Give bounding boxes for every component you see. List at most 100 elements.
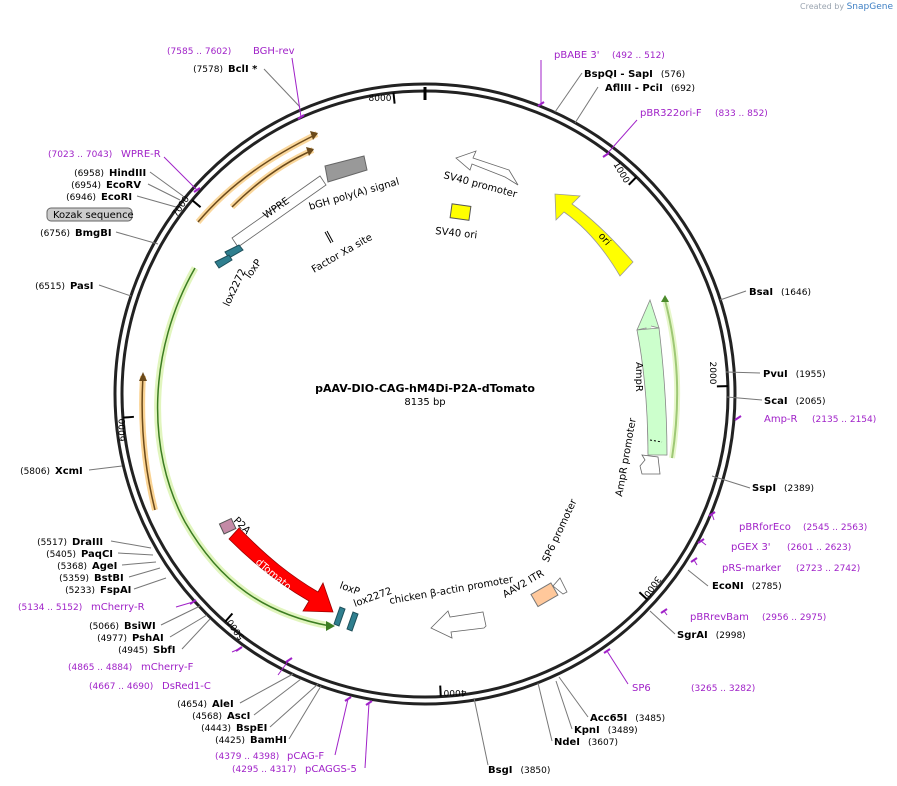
feature-sv40-promoter-arrow[interactable] (455, 150, 519, 186)
primer-site-mark (697, 538, 705, 544)
primer-leader (364, 702, 370, 769)
enzyme-leader (263, 68, 301, 108)
enzyme-name[interactable]: SspI (752, 483, 776, 494)
enzyme-position: (6954) (71, 181, 101, 191)
enzyme-name[interactable]: BmgBI (75, 228, 112, 239)
feature-ori-arrow[interactable] (554, 193, 634, 277)
enzyme-name[interactable]: Acc65I (590, 713, 627, 724)
feature-sp6-promoter-arrow[interactable] (552, 577, 568, 595)
enzyme-name[interactable]: PasI (70, 281, 93, 292)
enzyme-position: (5066) (89, 622, 119, 632)
enzyme-position: (7578) (193, 65, 223, 75)
primer-range: (2601 .. 2623) (787, 543, 851, 553)
primer-site-mark (189, 599, 197, 605)
primer-name[interactable]: SP6 (632, 683, 651, 694)
primer-name[interactable]: pBR322ori-F (640, 108, 702, 119)
primer-name[interactable]: mCherry-F (141, 662, 194, 673)
enzyme-position: (2065) (796, 397, 826, 407)
enzyme-leader (726, 396, 763, 401)
enzyme-name[interactable]: SbfI (153, 645, 175, 656)
feature-dtomato-arrow[interactable] (228, 527, 334, 613)
plasmid-size: 8135 bp (404, 397, 445, 408)
feature-ampr-promoter-arrow[interactable] (639, 454, 661, 475)
primer-name[interactable]: pCAG-F (287, 751, 324, 762)
primer-name[interactable]: pBRrevBam (690, 612, 749, 623)
ruler-label-2000: 2000 (707, 362, 717, 385)
enzyme-leader (555, 680, 573, 730)
watermark-prefix: Created by (800, 2, 845, 11)
enzyme-leader (121, 561, 157, 566)
snapgene-watermark: Created by SnapGene (800, 2, 893, 12)
enzyme-name[interactable]: FspAI (100, 585, 131, 596)
ruler-label-4000: 4000 (443, 687, 466, 697)
primer-name[interactable]: pBABE 3' (554, 50, 600, 61)
enzyme-name[interactable]: BstBI (94, 573, 124, 584)
enzyme-name[interactable]: BsiWI (124, 621, 156, 632)
enzyme-name[interactable]: KpnI (574, 725, 600, 736)
enzyme-position: (6946) (66, 193, 96, 203)
enzyme-name[interactable]: XcmI (55, 466, 83, 477)
enzyme-name[interactable]: AflIII - PciI (605, 83, 663, 94)
primer-name[interactable]: Amp-R (764, 414, 798, 425)
enzyme-name[interactable]: BspQI - SapI (584, 69, 653, 80)
enzyme-leader (574, 86, 599, 124)
enzyme-name[interactable]: NdeI (554, 737, 580, 748)
feature-ampr-body[interactable] (636, 327, 668, 456)
feature-wpre-arrow[interactable] (231, 175, 327, 248)
enzyme-name[interactable]: SgrAI (677, 630, 708, 641)
enzyme-name[interactable]: PaqCI (81, 549, 113, 560)
kozak-badge[interactable] (46, 207, 133, 222)
enzyme-name[interactable]: BsgI (488, 765, 512, 776)
left-orange-track (141, 375, 156, 511)
feature-lox2272-upper[interactable] (214, 254, 233, 269)
enzyme-name[interactable]: PshAI (132, 633, 164, 644)
feature-sv40-ori-box[interactable] (449, 203, 472, 221)
enzyme-name[interactable]: EcoNI (712, 581, 744, 592)
enzyme-name[interactable]: BamHI (250, 735, 287, 746)
enzyme-name[interactable]: ScaI (764, 396, 788, 407)
feature-factor-xa-mark2 (324, 231, 332, 244)
enzyme-position: (5359) (59, 574, 89, 584)
enzyme-name[interactable]: DraIII (72, 537, 103, 548)
feature-lox2272-lower[interactable] (346, 611, 359, 632)
enzyme-leader (149, 171, 184, 197)
primer-name[interactable]: pBRforEco (739, 522, 791, 533)
enzyme-name[interactable]: EcoRV (106, 180, 141, 191)
enzyme-position: (5806) (20, 467, 50, 477)
primer-name[interactable]: BGH-rev (253, 46, 295, 57)
enzyme-name[interactable]: AleI (212, 699, 234, 710)
enzyme-leader (133, 577, 167, 590)
enzyme-name[interactable]: BspEI (236, 723, 267, 734)
enzyme-leader (711, 475, 751, 489)
enzyme-name[interactable]: EcoRI (101, 192, 132, 203)
primer-name[interactable]: WPRE-R (121, 149, 161, 160)
feature-loxp-lower[interactable] (333, 606, 346, 627)
feature-p2a-box[interactable] (218, 517, 237, 535)
enzyme-name[interactable]: BclI * (228, 64, 258, 75)
primer-name[interactable]: pCAGGS-5 (305, 764, 357, 775)
primer-name[interactable]: pRS-marker (722, 563, 782, 574)
ruler-tick-7000 (191, 199, 202, 208)
primer-name[interactable]: mCherry-R (91, 602, 145, 613)
primer-range: (7023 .. 7043) (48, 150, 112, 160)
enzyme-leader (473, 697, 489, 766)
feature-factor-xa-label: Factor Xa site (310, 232, 374, 276)
enzyme-name[interactable]: BsaI (749, 287, 773, 298)
backbone-outer (113, 82, 737, 706)
hm4di-track-glow (154, 266, 331, 630)
enzyme-name[interactable]: HindIII (109, 168, 146, 179)
feature-bgh-polya-box[interactable] (324, 155, 368, 183)
enzyme-name[interactable]: AgeI (92, 561, 117, 572)
enzyme-position: (3485) (635, 714, 665, 724)
primer-name[interactable]: DsRed1-C (162, 681, 211, 692)
feature-cba-promoter-arrow[interactable] (430, 610, 487, 639)
enzyme-leader (288, 685, 322, 740)
feature-aav2-itr-box[interactable] (530, 582, 559, 608)
primer-leader (606, 650, 629, 685)
enzyme-leader (239, 673, 294, 704)
primer-name[interactable]: pGEX 3' (731, 542, 771, 553)
ruler-tick-5000 (224, 612, 234, 623)
enzyme-name[interactable]: AscI (227, 711, 250, 722)
primer-site-mark (365, 700, 373, 706)
enzyme-name[interactable]: PvuI (763, 369, 788, 380)
